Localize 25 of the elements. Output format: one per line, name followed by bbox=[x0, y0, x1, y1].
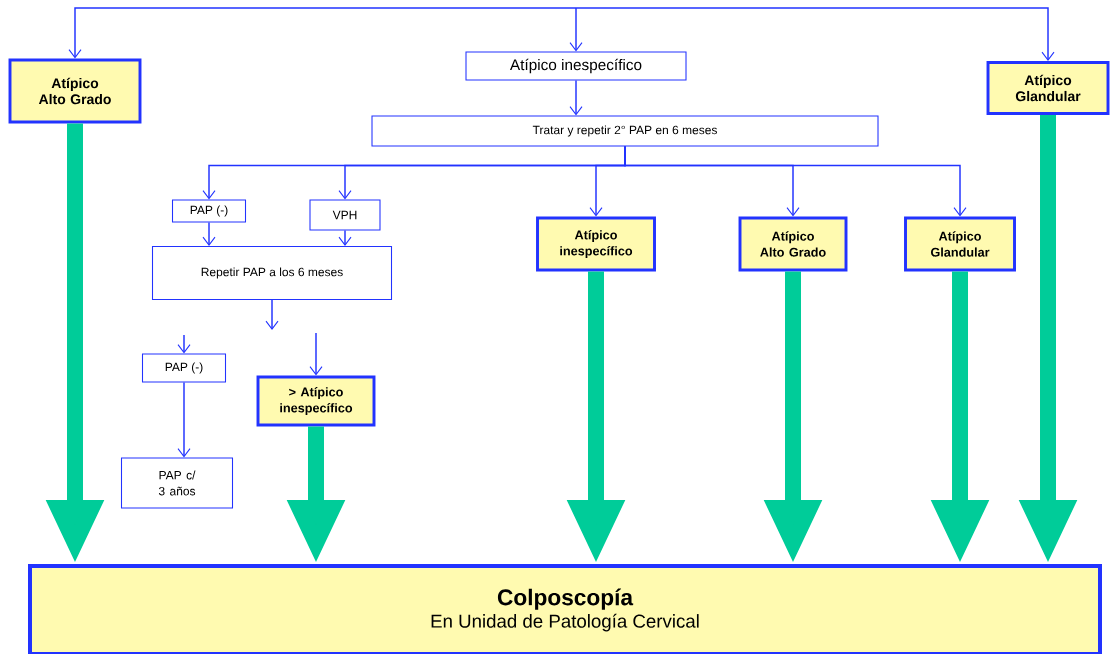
process-box: VPH bbox=[309, 199, 381, 231]
result-box: Atípico Alto Grado bbox=[738, 216, 848, 272]
result-box: Atípico Glandular bbox=[986, 61, 1110, 115]
arrow bbox=[338, 229, 352, 246]
outcome-box: Colposcopía En Unidad de Patología Cervical bbox=[28, 564, 1102, 654]
arrow bbox=[569, 7, 583, 52]
process-box: PAP c/ 3 años bbox=[120, 457, 234, 509]
arrow bbox=[575, 7, 1055, 62]
arrow bbox=[265, 299, 279, 331]
arrow bbox=[309, 332, 323, 376]
process-box: Repetir PAP a los 6 meses bbox=[151, 245, 393, 301]
process-box: PAP (-) bbox=[141, 353, 227, 383]
arrow bbox=[177, 381, 191, 458]
arrow bbox=[569, 79, 583, 116]
process-box: Atípico inespecífico bbox=[465, 51, 687, 81]
arrow bbox=[177, 334, 191, 354]
arrow bbox=[624, 145, 967, 217]
result-box: Atípico Glandular bbox=[904, 216, 1016, 272]
process-box: PAP (-) bbox=[171, 199, 247, 223]
result-box: > Atípico inespecífico bbox=[256, 375, 376, 427]
arrow bbox=[202, 221, 216, 246]
arrow bbox=[68, 7, 577, 59]
result-box: Atípico inespecífico bbox=[536, 216, 656, 272]
result-box: Atípico Alto Grado bbox=[8, 58, 142, 124]
process-box: Tratar y repetir 2° PAP en 6 meses bbox=[371, 115, 879, 147]
